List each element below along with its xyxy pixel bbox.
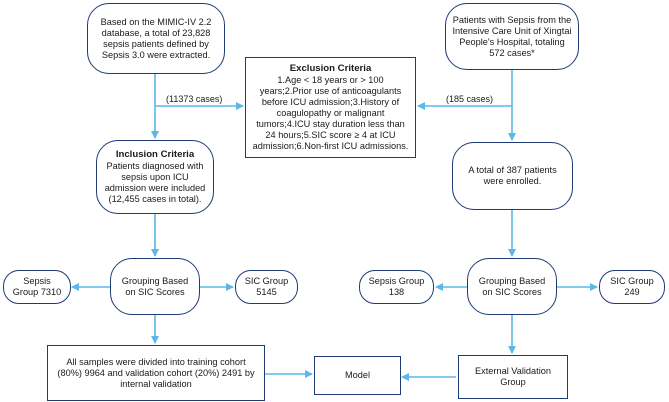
inclusion-criteria-title: Inclusion Criteria (115, 149, 195, 160)
right-sic-group-text: SIC Group 249 (610, 276, 654, 297)
left-grouping-text: Grouping Based on SIC Scores (121, 275, 189, 297)
left-sepsis-group-text: Sepsis Group 7310 (12, 276, 62, 297)
inclusion-criteria-text: Patients diagnosed with sepsis upon ICU … (104, 161, 206, 204)
internal-split-box: All samples were divided into training c… (47, 345, 265, 401)
right-sepsis-group-box: Sepsis Group 138 (359, 270, 434, 304)
mimic-source-text: Based on the MIMIC-IV 2.2 database, a to… (100, 16, 212, 60)
left-excluded-count: (11373 cases) (166, 94, 223, 104)
model-box: Model (314, 356, 401, 395)
inclusion-criteria-box: Inclusion Criteria Patients diagnosed wi… (96, 140, 214, 214)
enrolled-box: A total of 387 patients were enrolled. (452, 142, 573, 210)
exclusion-criteria-box: Exclusion Criteria 1.Age < 18 years or >… (245, 57, 416, 158)
left-sic-group-text: SIC Group 5145 (244, 276, 289, 297)
xingtai-source-text: Patients with Sepsis from the Intensive … (452, 14, 572, 58)
xingtai-source-box: Patients with Sepsis from the Intensive … (445, 3, 579, 70)
model-text: Model (344, 370, 371, 380)
external-validation-box: External Validation Group (458, 355, 568, 399)
external-validation-text: External Validation Group (475, 366, 551, 387)
exclusion-criteria-text: 1.Age < 18 years or > 100 years;2.Prior … (252, 75, 409, 151)
right-sic-group-box: SIC Group 249 (599, 270, 665, 304)
right-grouping-box: Grouping Based on SIC Scores (467, 258, 557, 315)
left-grouping-box: Grouping Based on SIC Scores (110, 258, 200, 315)
exclusion-criteria-title: Exclusion Criteria (289, 63, 372, 74)
enrolled-text: A total of 387 patients were enrolled. (468, 165, 557, 186)
right-sepsis-group-text: Sepsis Group 138 (368, 276, 425, 297)
mimic-source-box: Based on the MIMIC-IV 2.2 database, a to… (87, 3, 225, 74)
left-sic-group-box: SIC Group 5145 (235, 270, 298, 304)
right-grouping-text: Grouping Based on SIC Scores (478, 275, 546, 297)
left-sepsis-group-box: Sepsis Group 7310 (3, 270, 71, 304)
right-excluded-count: (185 cases) (446, 94, 494, 104)
internal-split-text: All samples were divided into training c… (57, 356, 255, 389)
